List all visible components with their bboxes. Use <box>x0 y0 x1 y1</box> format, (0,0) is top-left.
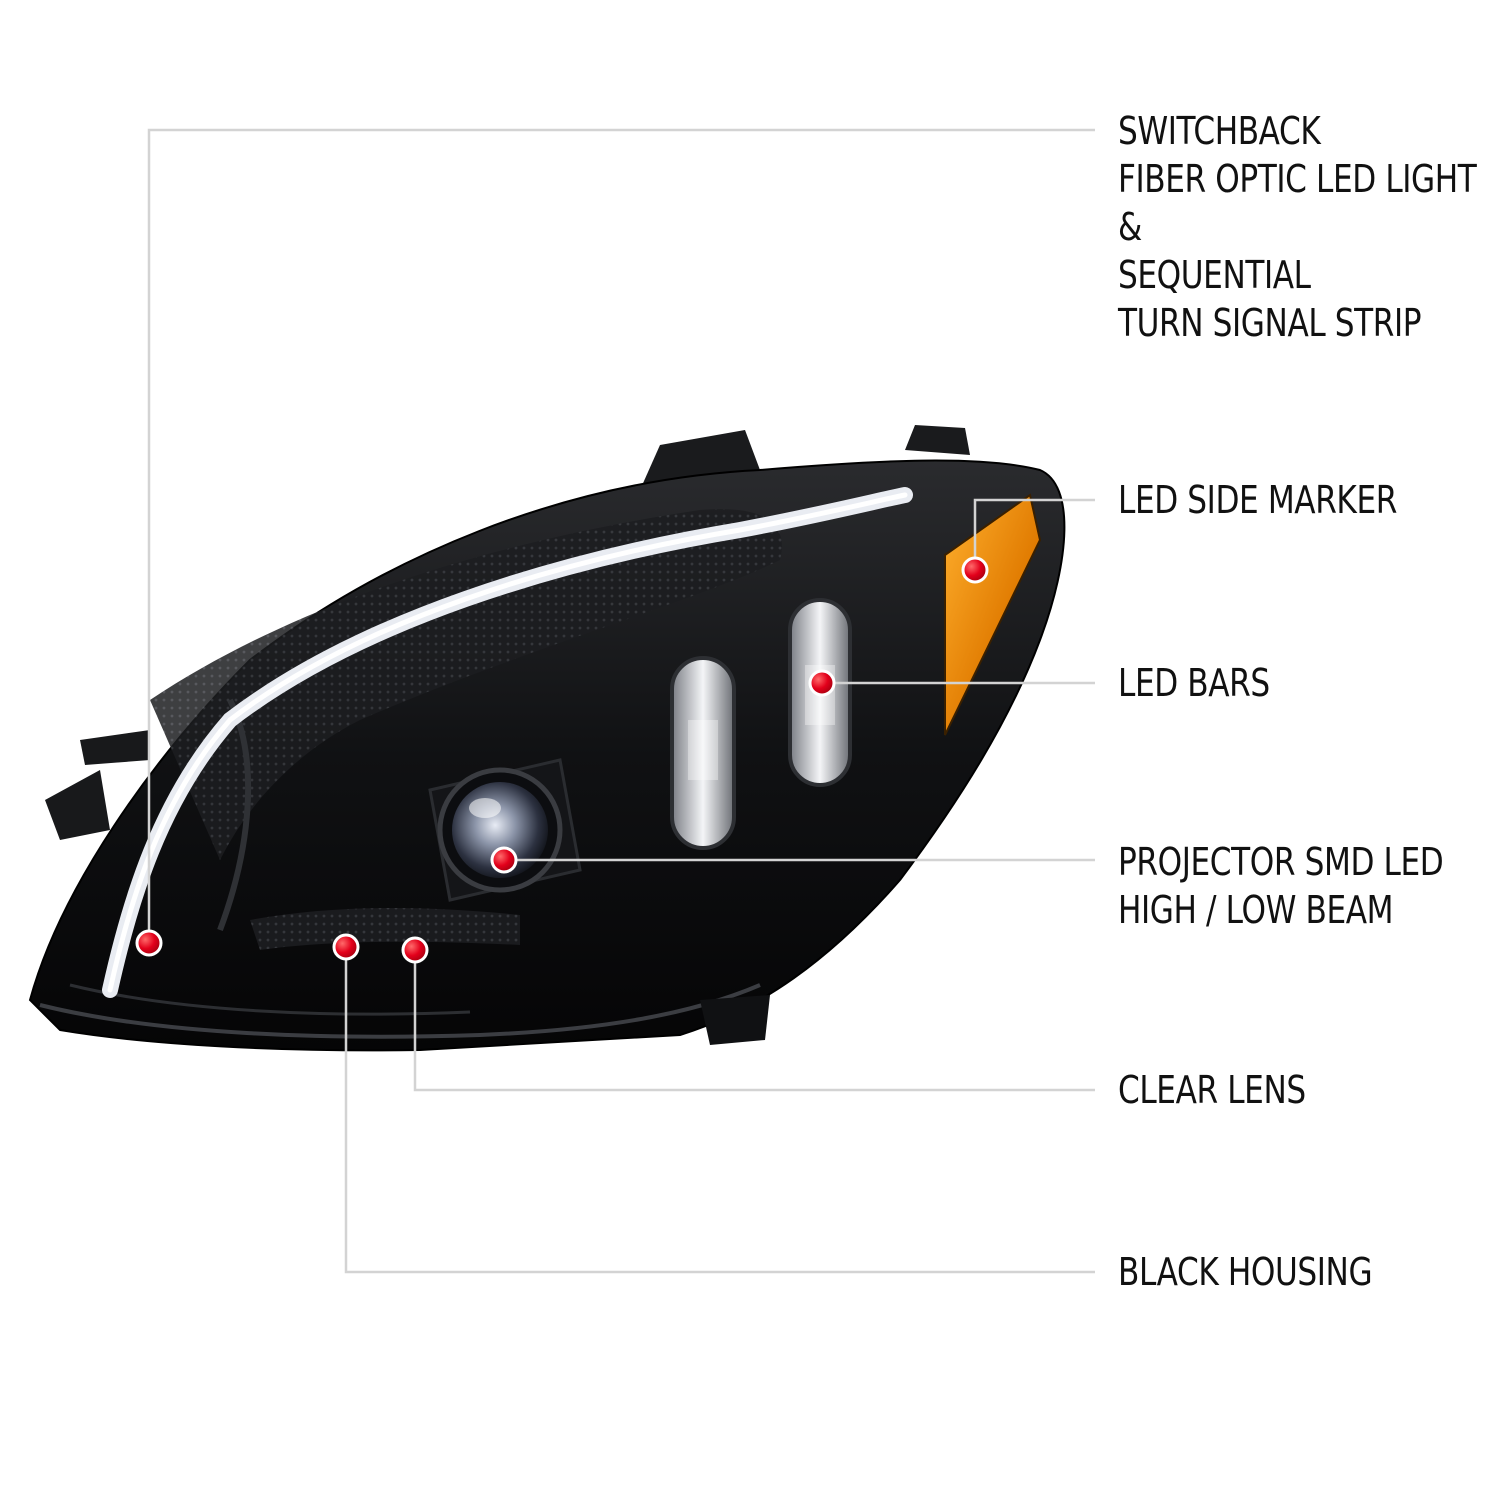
leader-line-side-marker <box>973 498 1095 570</box>
callout-label-black-housing: BLACK HOUSING <box>1118 1248 1373 1296</box>
marker-dot-black-housing <box>332 933 360 961</box>
marker-dots <box>135 556 989 964</box>
callout-line: LED BARS <box>1118 661 1270 705</box>
leader-line-black-housing <box>344 947 1095 1274</box>
callout-line: FIBER OPTIC LED LIGHT <box>1118 157 1477 201</box>
callout-line: TURN SIGNAL STRIP <box>1118 301 1422 345</box>
callout-line: & <box>1118 205 1142 249</box>
headlight-housing <box>28 425 1066 1052</box>
callout-line: HIGH / LOW BEAM <box>1118 888 1394 932</box>
callout-label-side-marker: LED SIDE MARKER <box>1118 476 1397 524</box>
leader-lines <box>147 128 1095 1274</box>
callout-line: BLACK HOUSING <box>1118 1250 1373 1294</box>
marker-dot-projector <box>490 846 518 874</box>
callout-label-projector: PROJECTOR SMD LED HIGH / LOW BEAM <box>1118 838 1444 934</box>
leader-line-clear-lens <box>413 950 1095 1092</box>
callout-line: LED SIDE MARKER <box>1118 478 1397 522</box>
callout-label-led-bars: LED BARS <box>1118 659 1270 707</box>
leader-line-fiber-optic <box>147 128 1095 943</box>
callout-label-clear-lens: CLEAR LENS <box>1118 1066 1306 1114</box>
callout-line: SEQUENTIAL <box>1118 253 1311 297</box>
callout-line: SWITCHBACK <box>1118 109 1321 153</box>
marker-dot-clear-lens <box>401 936 429 964</box>
callout-label-fiber-optic: SWITCHBACK FIBER OPTIC LED LIGHT & SEQUE… <box>1118 107 1477 347</box>
projector-lens <box>428 758 582 902</box>
marker-dot-side-marker <box>961 556 989 584</box>
marker-dot-led-bars <box>808 669 836 697</box>
marker-dot-fiber-optic <box>135 929 163 957</box>
amber-side-marker <box>944 493 1042 736</box>
callout-line: CLEAR LENS <box>1118 1068 1306 1112</box>
callout-line: PROJECTOR SMD LED <box>1118 840 1444 884</box>
